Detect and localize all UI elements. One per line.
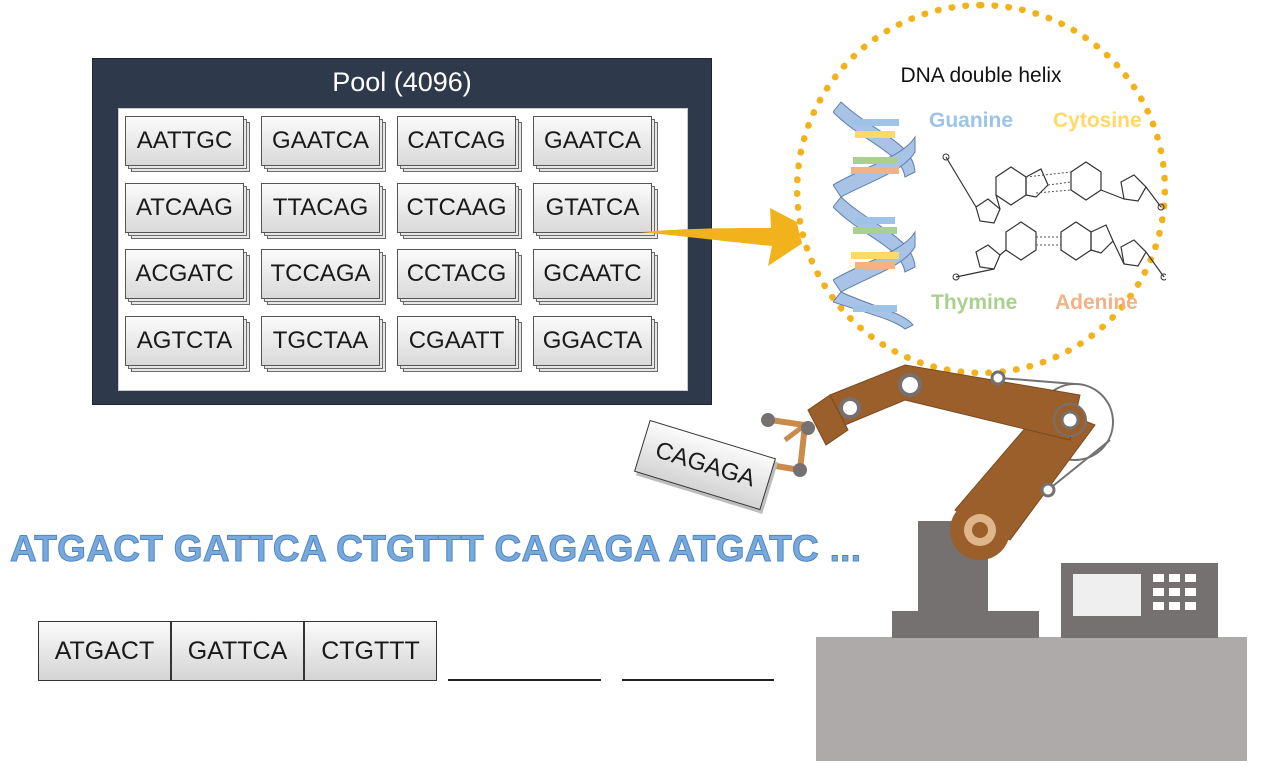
thymine-label: Thymine xyxy=(931,291,1018,314)
double-helix-icon xyxy=(833,101,916,330)
pool-tile: AATTGC xyxy=(125,116,250,172)
pool-tile-label: CATCAG xyxy=(397,116,516,166)
pool-tile: GAATCA xyxy=(533,116,658,172)
pool-tile-label: CTCAAG xyxy=(397,183,516,233)
pool-tile-label: TGCTAA xyxy=(261,316,380,366)
pool-tile: TCCAGA xyxy=(261,249,386,305)
pool-tile: GAATCA xyxy=(261,116,386,172)
pool-tile-label: GTATCA xyxy=(533,183,652,233)
pool-tile: AGTCTA xyxy=(125,316,250,372)
chemical-structure-icon xyxy=(942,153,1166,281)
tile-pool-panel: Pool (4096) AATTGC GAATCA CATCAG GAATCA … xyxy=(92,58,712,405)
pool-tile: TTACAG xyxy=(261,183,386,239)
adenine-label: Adenine xyxy=(1055,291,1138,314)
pool-tile: CGAATT xyxy=(397,316,522,372)
pool-tile-label: TCCAGA xyxy=(261,249,380,299)
pool-title: Pool (4096) xyxy=(332,67,472,97)
empty-slot xyxy=(622,679,774,681)
pool-tile: CCTACG xyxy=(397,249,522,305)
pool-tile-label: CGAATT xyxy=(397,316,516,366)
pool-tile-label: GAATCA xyxy=(261,116,380,166)
pool-tile: GGACTA xyxy=(533,316,658,372)
pool-tile-label: AATTGC xyxy=(125,116,244,166)
pool-tile-label: GCAATC xyxy=(533,249,652,299)
pool-tile-label: TTACAG xyxy=(261,183,380,233)
target-sequence: ATGACT GATTCA CTGTTT CAGAGA ATGATC ... xyxy=(9,528,862,570)
pool-tile-label: CCTACG xyxy=(397,249,516,299)
held-tile: CAGAGA xyxy=(633,419,777,511)
pool-tile-label: GAATCA xyxy=(533,116,652,166)
assembled-tile: GATTCA xyxy=(171,621,304,681)
pool-tile-label: ACGATC xyxy=(125,249,244,299)
pool-tile: CATCAG xyxy=(397,116,522,172)
cytosine-label: Cytosine xyxy=(1053,109,1142,132)
dna-detail-circle: DNA double helix Guanine Cytosine Thymin… xyxy=(794,2,1168,376)
pool-tile-label: ATCAAG xyxy=(125,183,244,233)
pool-grid: AATTGC GAATCA CATCAG GAATCA ATCAAG TTACA… xyxy=(118,108,688,391)
pool-tile: CTCAAG xyxy=(397,183,522,239)
assembled-tile: ATGACT xyxy=(38,621,171,681)
pool-tile: GCAATC xyxy=(533,249,658,305)
pool-tile: GTATCA xyxy=(533,183,658,239)
pool-tile: TGCTAA xyxy=(261,316,386,372)
guanine-label: Guanine xyxy=(929,109,1014,132)
empty-slot xyxy=(448,679,601,681)
pool-tile-label: AGTCTA xyxy=(125,316,244,366)
pool-tile: ACGATC xyxy=(125,249,250,305)
assembled-tile: CTGTTT xyxy=(304,621,437,681)
pool-tile-label: GGACTA xyxy=(533,316,652,366)
pool-tile: ATCAAG xyxy=(125,183,250,239)
dna-title: DNA double helix xyxy=(900,64,1062,87)
